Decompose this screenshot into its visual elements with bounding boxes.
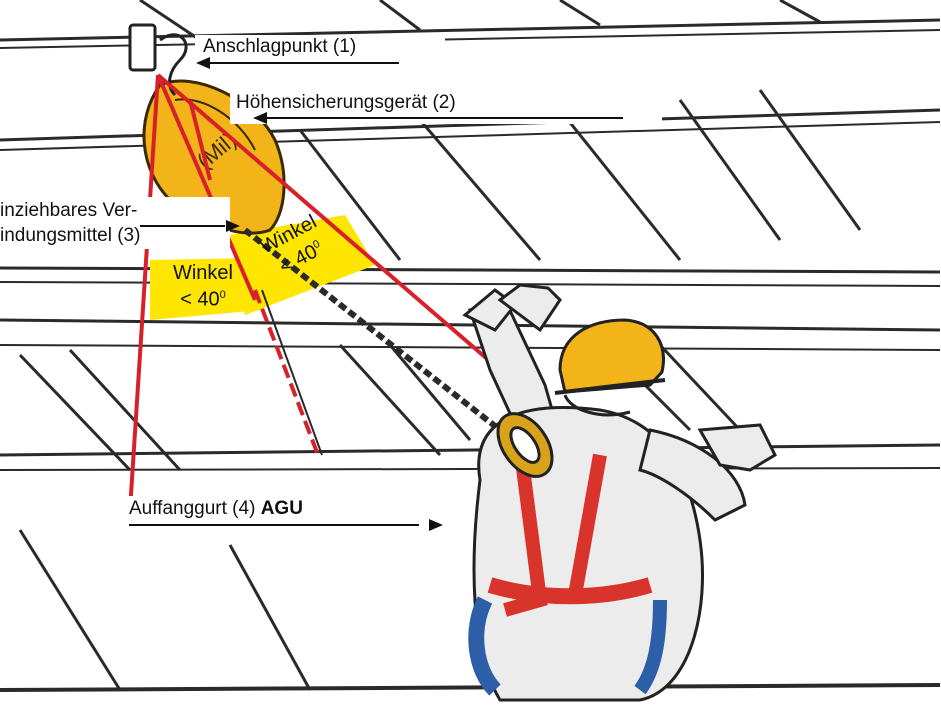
label-device-text: Höhensicherungsgerät (2) (236, 92, 456, 113)
angle-label-left: Winkel < 400 (158, 262, 248, 311)
label-lanyard-text-2: indungsmittel (3) (0, 225, 141, 246)
label-harness-bold: AGU (260, 498, 303, 519)
angle-wedges (150, 215, 375, 320)
label-lanyard-text-1: inziehbares Ver- (0, 200, 138, 221)
label-anchor-point: Anschlagpunkt (1) (195, 35, 445, 69)
label-anchor-text: Anschlagpunkt (1) (203, 36, 357, 57)
angle-lines (128, 73, 502, 511)
label-device-arrow (258, 117, 623, 119)
angle-left-word: Winkel (172, 262, 233, 284)
label-fall-arrest-device: Höhensicherungsgerät (2) (230, 92, 662, 124)
angle-left-value: < 40 (180, 288, 220, 311)
scaffold-diagonals (18, 0, 862, 691)
angle-left-value-row: < 400 (158, 284, 248, 311)
lanyard-dashed-red (253, 289, 320, 456)
label-lanyard-arrow (140, 225, 225, 227)
label-anchor-arrow (199, 62, 399, 64)
lanyard-chain (243, 227, 502, 433)
label-harness-arrow (129, 524, 419, 526)
label-harness-prefix: Auffanggurt (4) (129, 498, 256, 519)
anchor-hook (128, 23, 188, 97)
label-harness: Auffanggurt (4) AGU (125, 496, 443, 536)
angle-wedge-right (230, 215, 375, 315)
label-harness-text: Auffanggurt (4) AGU (129, 498, 303, 520)
worker (462, 283, 777, 702)
label-retractable-lanyard: inziehbares Ver- indungsmittel (3) (0, 197, 230, 249)
angle-left-unit: 0 (219, 289, 226, 301)
angle-wedge-left (150, 258, 262, 320)
